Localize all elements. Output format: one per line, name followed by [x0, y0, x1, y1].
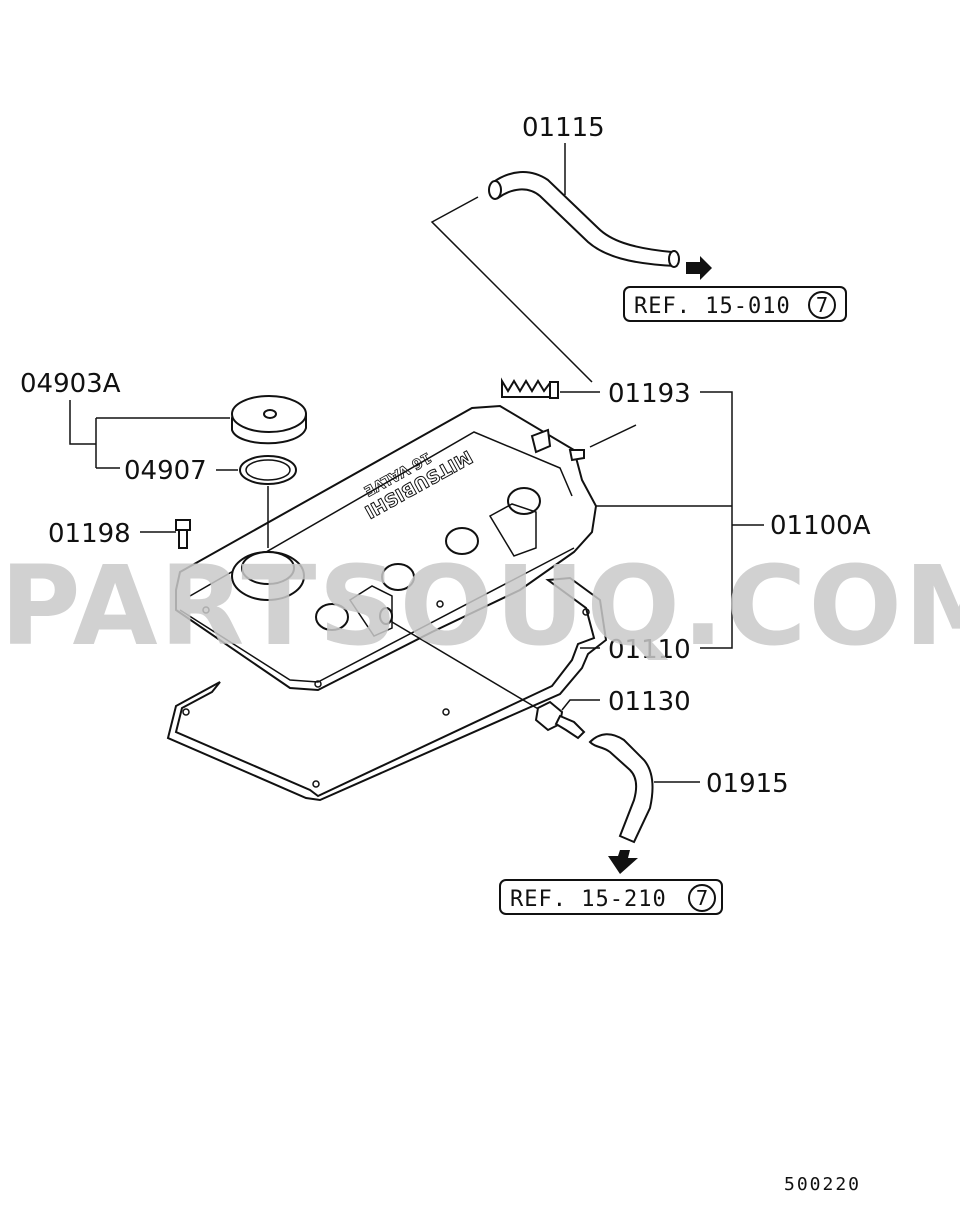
- upper-hose-part[interactable]: [488, 171, 680, 268]
- label-01100A: 01100A: [770, 511, 871, 541]
- pcv-valve-part[interactable]: [534, 700, 586, 740]
- lower-flow-arrow: [608, 850, 638, 874]
- upper-flow-arrow: [686, 256, 712, 280]
- label-04907: 04907: [124, 456, 207, 486]
- breather-pipe-part[interactable]: [501, 377, 559, 399]
- label-01115: 01115: [522, 113, 605, 143]
- ref-box-upper[interactable]: REF. 15-010 7: [623, 286, 847, 322]
- gasket-part[interactable]: [166, 576, 608, 802]
- ref-lower-circle: 7: [696, 886, 709, 910]
- bolt-part[interactable]: [175, 519, 191, 549]
- ref-box-lower[interactable]: REF. 15-210 7: [499, 879, 723, 915]
- ref-upper-circle: 7: [816, 293, 829, 317]
- ref-lower-text: REF. 15-210: [510, 887, 667, 912]
- ref-upper-text: REF. 15-010: [634, 294, 791, 319]
- label-01915: 01915: [706, 769, 789, 799]
- label-01198: 01198: [48, 519, 131, 549]
- lower-hose-part[interactable]: [588, 733, 654, 844]
- rocker-cover-part[interactable]: MITSUBISHI 16 VALVE: [175, 404, 598, 692]
- label-01130: 01130: [608, 687, 691, 717]
- label-04903A: 04903A: [20, 369, 121, 399]
- label-01193: 01193: [608, 379, 691, 409]
- diagram-number: 500220: [784, 1174, 861, 1195]
- cap-seal-part[interactable]: [239, 455, 297, 485]
- watermark: PARTSOUQ.COM: [0, 542, 960, 670]
- label-01110: 01110: [608, 635, 691, 665]
- filler-cap-part[interactable]: [231, 395, 307, 445]
